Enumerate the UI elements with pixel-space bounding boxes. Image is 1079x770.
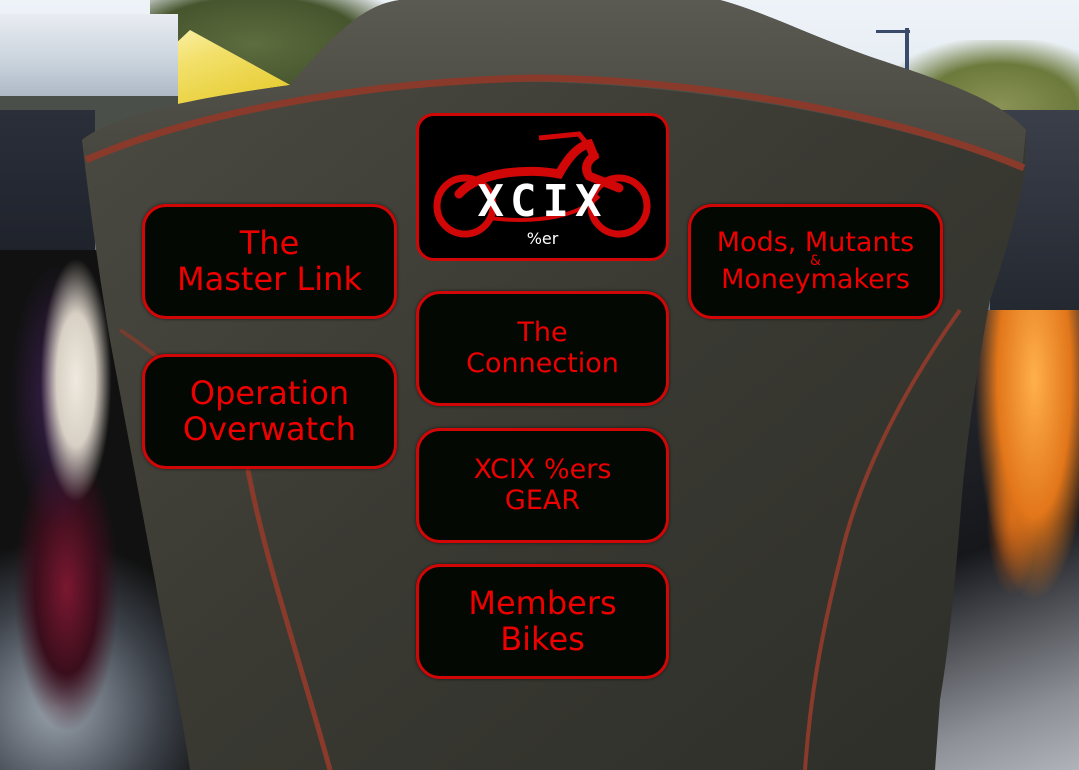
mods-mutants-moneymakers-button[interactable]: Mods, Mutants & Moneymakers <box>688 204 943 319</box>
xcix-logo-button[interactable]: XCIX %er <box>416 113 669 261</box>
xcix-gear-button[interactable]: XCIX %ers GEAR <box>416 428 669 543</box>
button-label-line2: Connection <box>466 347 619 379</box>
the-master-link-button[interactable]: The Master Link <box>142 204 397 319</box>
button-label-line1: The <box>239 223 300 262</box>
button-label-line1: Operation <box>189 373 350 412</box>
button-label-line1: The <box>517 317 568 349</box>
utility-pole-crossbar <box>876 30 910 33</box>
members-bikes-button[interactable]: Members Bikes <box>416 564 669 679</box>
button-label-line2: GEAR <box>504 484 581 516</box>
button-label-line1: Mods, Mutants <box>716 227 915 259</box>
button-label-line1: Members <box>468 583 617 622</box>
button-label-line1: XCIX %ers <box>473 454 612 486</box>
logo-title: XCIX <box>477 176 608 227</box>
utility-pole <box>905 28 909 90</box>
button-label-line2: Overwatch <box>182 409 357 448</box>
canopy <box>0 14 178 100</box>
motorcycle-logo-icon <box>433 131 651 238</box>
piping-right <box>803 308 962 770</box>
button-label-ampersand: & <box>810 253 821 270</box>
the-connection-button[interactable]: The Connection <box>416 291 669 406</box>
piping-top <box>84 74 1026 172</box>
button-label-line2: Master Link <box>177 259 362 298</box>
operation-overwatch-button[interactable]: Operation Overwatch <box>142 354 397 469</box>
button-label-line2: Bikes <box>500 619 585 658</box>
button-label-line2: Moneymakers <box>721 263 910 295</box>
piping-left <box>245 469 333 770</box>
logo-subtitle: %er <box>526 229 559 248</box>
